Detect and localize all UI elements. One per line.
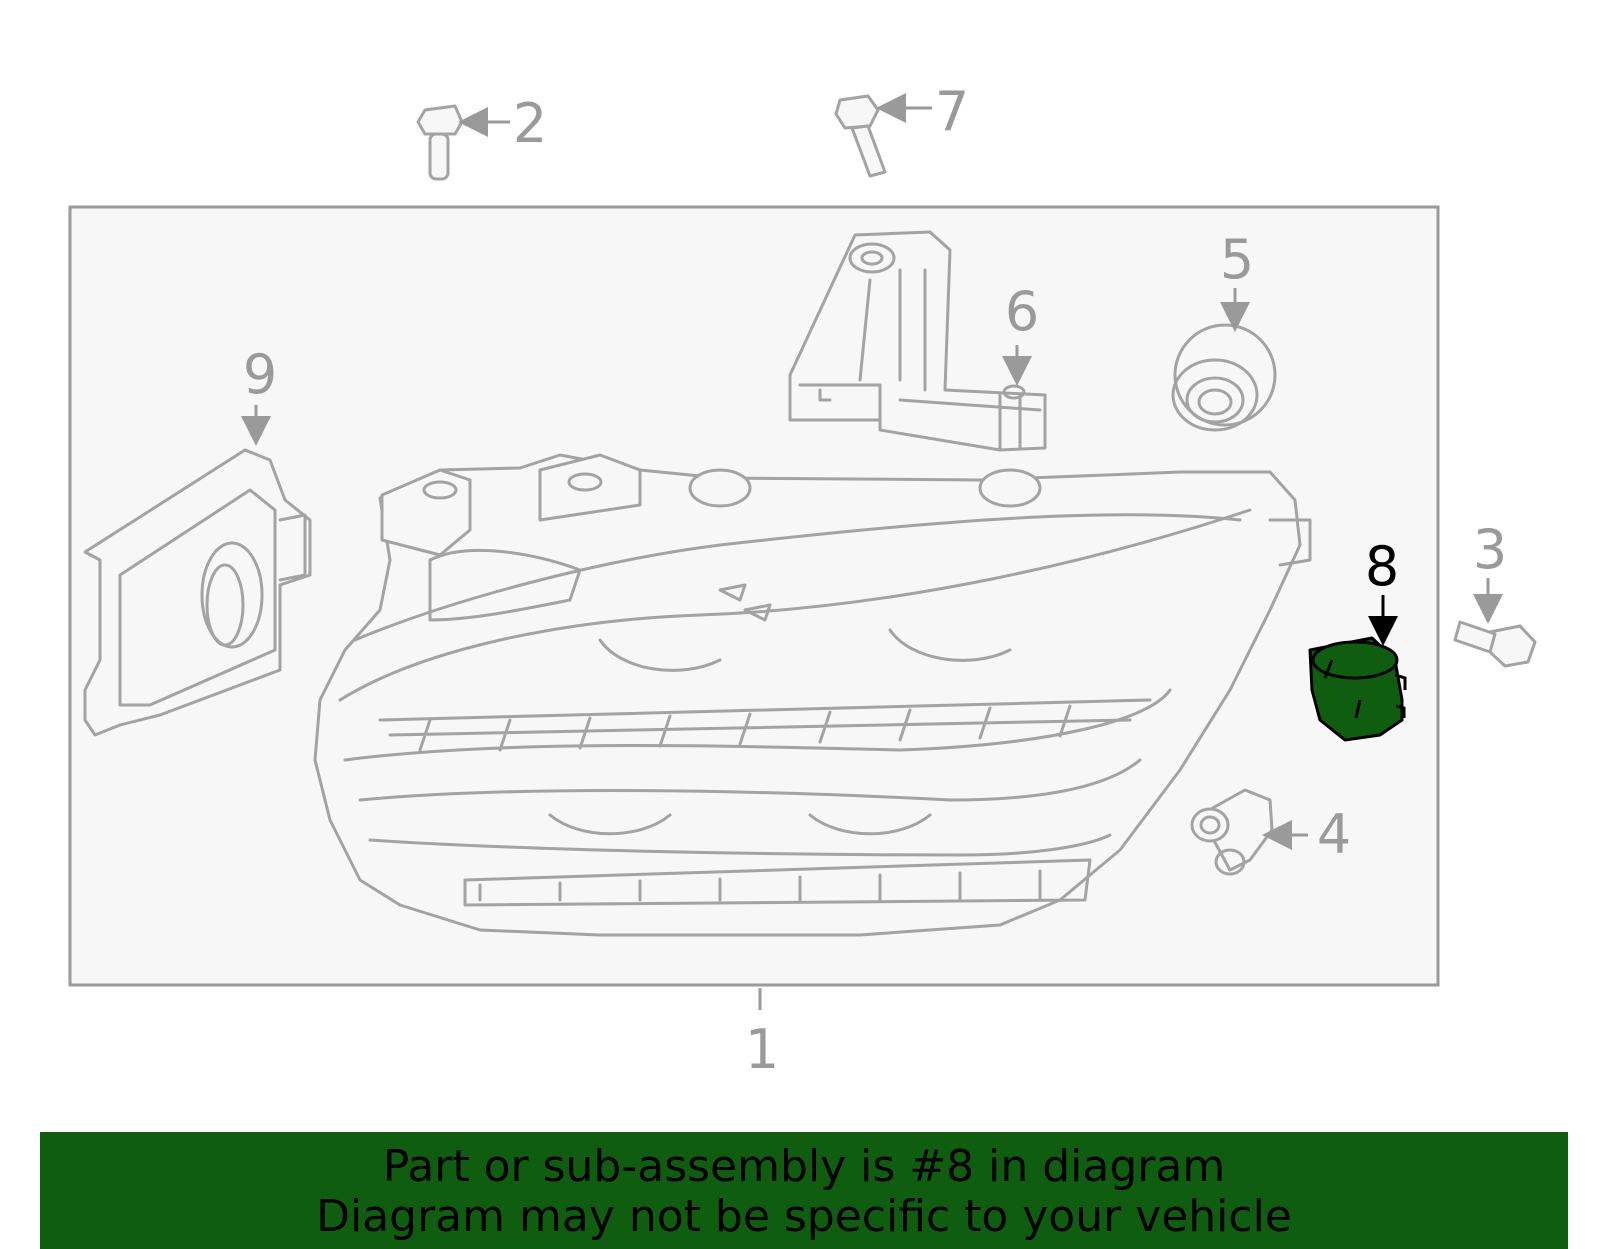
callout-4: 4: [1317, 803, 1351, 866]
info-banner: Part or sub-assembly is #8 in diagram Di…: [40, 1132, 1568, 1249]
callout-2: 2: [513, 92, 547, 155]
callout-8: 8: [1365, 535, 1399, 598]
callout-1: 1: [745, 1018, 779, 1081]
callout-3: 3: [1473, 518, 1507, 581]
callout-5: 5: [1220, 228, 1254, 291]
bolt-2: [416, 104, 464, 181]
callout-6: 6: [1005, 280, 1039, 343]
parts-diagram: 1 2 3 4 5 6 7 8 9: [68, 80, 1537, 1081]
bolt-7: [834, 94, 887, 178]
headlamp-assembly: [313, 453, 1312, 937]
banner-line-2: Diagram may not be specific to your vehi…: [316, 1191, 1292, 1242]
callout-9: 9: [243, 343, 277, 406]
highlighted-part-8: [1308, 636, 1407, 742]
mounting-bracket: [788, 230, 1047, 452]
control-module: [83, 448, 312, 737]
bolt-3: [1453, 620, 1537, 668]
callout-7: 7: [935, 80, 969, 143]
small-socket: [1190, 788, 1274, 876]
banner-line-1: Part or sub-assembly is #8 in diagram: [382, 1141, 1226, 1192]
